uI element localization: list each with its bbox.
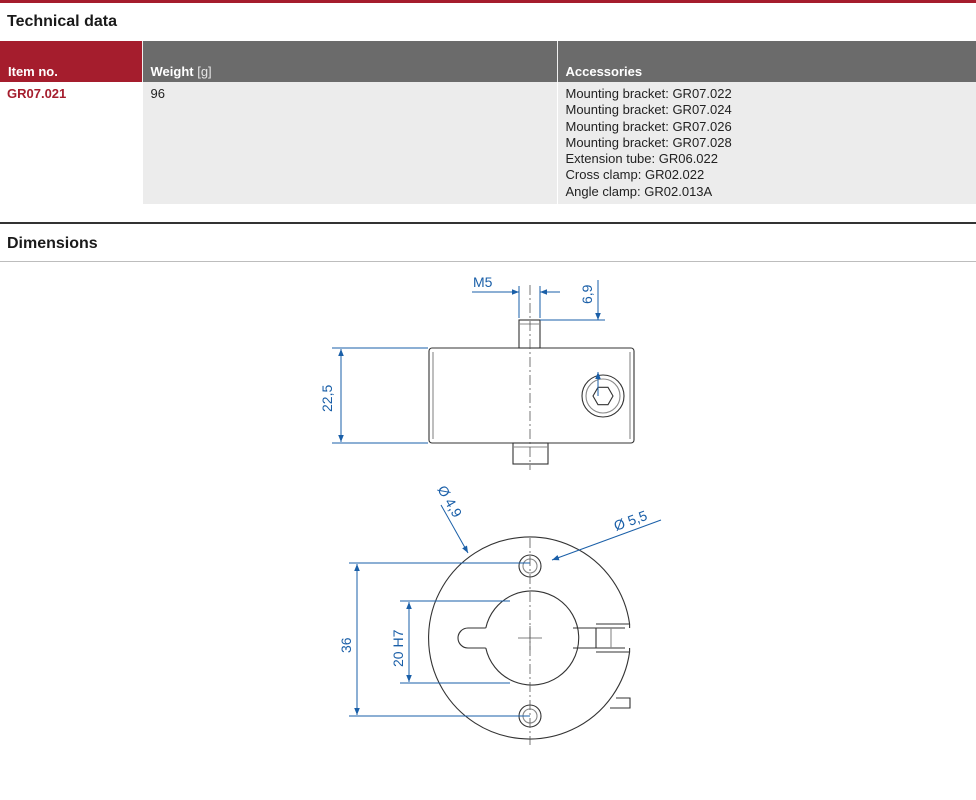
bore-diameter-label: 20 H7: [390, 629, 406, 667]
accessory-item: Mounting bracket: GR07.028: [565, 134, 732, 150]
weight-header-label: Weight: [150, 64, 194, 79]
weight-unit-label: [g]: [197, 64, 212, 79]
top-accent-rule: [0, 0, 976, 3]
table-row: GR07.021 96 Mounting bracket: GR07.022 M…: [0, 82, 976, 205]
accessories-cell: Mounting bracket: GR07.022 Mounting brac…: [556, 82, 976, 205]
outer-ring-outline: [428, 536, 631, 740]
accessory-item: Mounting bracket: GR07.026: [565, 118, 732, 134]
clamp-body-outline: [428, 347, 635, 444]
center-bore-outline: [485, 590, 580, 686]
column-header-weight: Weight [g]: [141, 41, 557, 82]
dimensions-title-underline: [0, 261, 976, 262]
screw-diameter-label: Ø 5,5: [612, 507, 650, 534]
accessory-item: Angle clamp: GR02.013A: [565, 183, 713, 199]
top-stud: [518, 319, 541, 349]
technical-data-title: Technical data: [7, 13, 117, 30]
thread-size-label: M5: [473, 274, 493, 290]
accessory-item: Mounting bracket: GR07.024: [565, 102, 732, 118]
item-number-cell: GR07.021: [0, 82, 142, 205]
screw-offset-label: 6,9: [579, 284, 595, 304]
table-header-row: Item no. Weight [g] Accessories: [0, 41, 976, 82]
section-divider: [0, 222, 976, 224]
technical-data-table: Item no. Weight [g] Accessories GR07.021…: [0, 41, 976, 205]
side-view: M5 6,9 22,5: [319, 274, 635, 470]
accessory-item: Extension tube: GR06.022: [565, 151, 719, 167]
column-header-item: Item no.: [0, 41, 142, 82]
dimensions-title: Dimensions: [7, 235, 98, 252]
column-header-accessories: Accessories: [556, 41, 976, 82]
front-view: Ø 4,9 Ø 5,5 36 20 H7: [338, 483, 662, 745]
technical-drawing: M5 6,9 22,5: [319, 274, 662, 745]
accessory-item: Cross clamp: GR02.022: [565, 167, 705, 183]
hole-diameter-label: Ø 4,9: [434, 483, 465, 521]
accessory-item: Mounting bracket: GR07.022: [565, 86, 732, 101]
screw-head-outline: [581, 374, 625, 418]
bottom-stud: [512, 442, 549, 465]
weight-cell: 96: [141, 82, 557, 205]
outer-diameter-label: 36: [338, 637, 354, 653]
hex-socket-icon: [592, 386, 614, 406]
body-height-label: 22,5: [319, 385, 335, 412]
